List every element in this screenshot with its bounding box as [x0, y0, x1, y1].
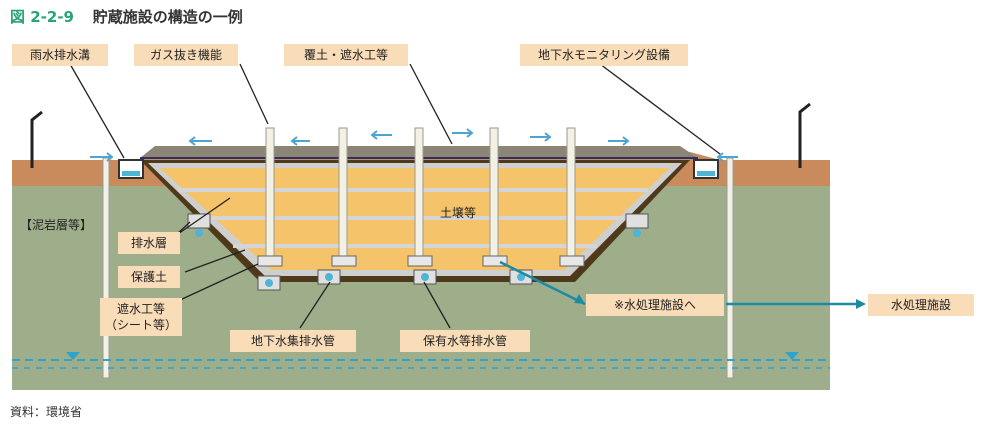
monitoring-well-left	[102, 157, 110, 379]
leader-lines	[69, 63, 721, 329]
water-table-icon-right	[785, 352, 799, 360]
flow-to-treatment-line	[499, 260, 586, 306]
label-drain-layer: 排水層	[118, 232, 180, 254]
flow-arrowhead-2	[856, 299, 866, 309]
label-mudstone: 【泥岩層等】	[20, 218, 93, 232]
label-cover-barrier: 覆土・遮水工等	[284, 44, 408, 66]
fence-left	[30, 110, 43, 168]
water-table-icon-left	[66, 352, 80, 360]
figure-header: 図 2-2-9 貯蔵施設の構造の一例	[10, 6, 243, 28]
label-rain-drain: 雨水排水溝	[12, 44, 108, 66]
label-barrier: 遮水工等 （シート等）	[100, 298, 182, 336]
label-to-treatment: ※水処理施設へ	[586, 294, 724, 316]
flow-arrowhead-1	[574, 294, 585, 304]
retained-water-pipes	[257, 255, 585, 267]
label-soil: 土壌等	[440, 206, 477, 220]
label-protect-soil: 保護土	[118, 266, 180, 288]
monitoring-well-right	[726, 157, 734, 379]
label-gw-pipe: 地下水集排水管	[230, 330, 356, 352]
label-gw-monitoring: 地下水モニタリング設備	[520, 44, 688, 66]
surface-flow-arrows	[90, 128, 738, 162]
label-barrier-line2: （シート等）	[104, 318, 177, 332]
label-gas-vent: ガス抜き機能	[134, 44, 238, 66]
label-treatment: 水処理施設	[868, 294, 974, 316]
fence-right	[798, 102, 811, 168]
label-retained-pipe: 保有水等排水管	[400, 330, 530, 352]
source-note: 資料：環境省	[10, 405, 83, 419]
label-barrier-line1: 遮水工等	[116, 302, 165, 316]
figure-title: 貯蔵施設の構造の一例	[92, 8, 243, 26]
figure-number: 図 2-2-9	[10, 8, 74, 26]
